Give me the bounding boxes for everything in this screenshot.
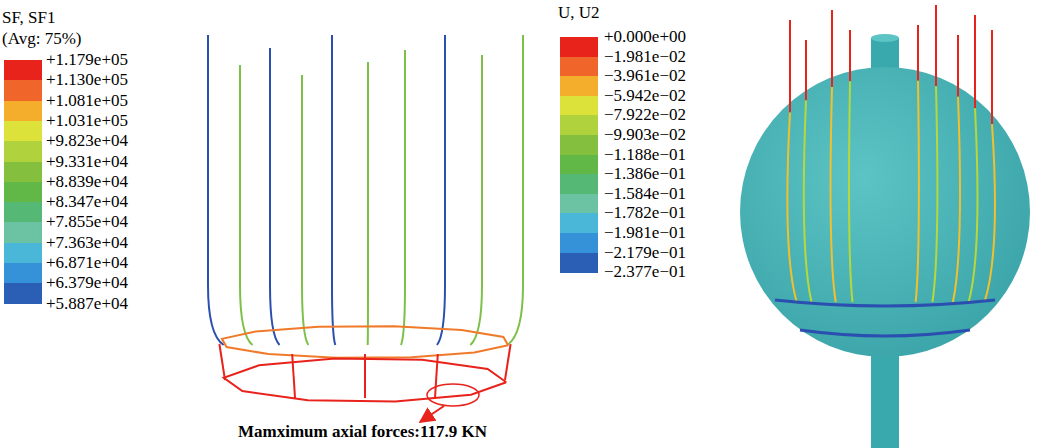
cable-line [974, 15, 976, 108]
legend-value: −7.922e−02 [604, 105, 686, 125]
cable-line [208, 35, 224, 345]
legend-value: +0.000e+00 [604, 27, 686, 47]
legend-swatch [4, 222, 42, 243]
legend-value: −5.942e−02 [604, 86, 686, 106]
cable-line [991, 30, 993, 124]
sphere-cable [969, 108, 978, 302]
cable-line [470, 55, 482, 345]
cable-net [208, 35, 523, 422]
sphere-cables [775, 5, 995, 336]
legend-value: +6.379e+04 [46, 273, 128, 293]
legend-swatch [4, 202, 42, 223]
legend-value: +9.331e+04 [46, 152, 128, 172]
sphere-model [740, 5, 1030, 448]
legend-value: +5.887e+04 [46, 294, 128, 314]
legend-value: −2.179e−01 [604, 243, 686, 263]
legend-swatch [560, 76, 598, 96]
callout-label: Mamximum axial forces:117.9 KN [238, 422, 487, 442]
cable-line [849, 30, 851, 81]
cable-line [437, 35, 445, 345]
hanger-line [435, 354, 438, 398]
legend-swatch [560, 233, 598, 253]
hanger-line [364, 354, 366, 398]
cable-line [789, 20, 791, 112]
legend-swatch [560, 155, 598, 175]
legend-swatch [560, 174, 598, 194]
legend-swatch [4, 283, 42, 304]
legend-value: −2.377e−01 [604, 262, 686, 282]
legend-swatch [4, 162, 42, 183]
upper-ring [222, 326, 508, 357]
legend-value: +1.179e+05 [46, 50, 128, 70]
legend-swatch [560, 135, 598, 155]
legend-swatch [560, 253, 598, 273]
legend-swatch [4, 101, 42, 122]
legend-swatch [560, 213, 598, 233]
cable-line [240, 65, 253, 345]
cable-line [302, 75, 308, 345]
hanger-line [292, 354, 295, 398]
legend-swatch [560, 194, 598, 214]
sphere-cable [787, 112, 796, 302]
legend-value: +7.363e+04 [46, 233, 128, 253]
legend-value: +9.823e+04 [46, 131, 128, 151]
cable-line [831, 10, 833, 87]
sphere-cable [953, 97, 960, 302]
legend-heading: (Avg: 75%) [2, 29, 81, 49]
legend-swatch [4, 121, 42, 142]
legend-value: −1.584e−01 [604, 184, 686, 204]
legend-swatch [4, 263, 42, 284]
sphere-cable [849, 81, 852, 302]
legend-swatch [4, 182, 42, 203]
legend-swatch [560, 37, 598, 57]
legend-value: +1.031e+05 [46, 111, 128, 131]
sphere-cable [985, 124, 995, 302]
legend-swatch [560, 57, 598, 77]
legend-value: +8.839e+04 [46, 172, 128, 192]
legend-value: −1.981e−02 [604, 47, 686, 67]
cable-line [935, 5, 937, 86]
legend-value: −1.981e−01 [604, 223, 686, 243]
cable-line [805, 40, 807, 100]
legend-swatch [4, 60, 42, 81]
cable-line [367, 62, 369, 345]
legend-swatch [560, 96, 598, 116]
legend-swatch [4, 141, 42, 162]
upper-ring [775, 300, 995, 306]
sphere-cable [932, 86, 937, 302]
legend-value: −3.961e−02 [604, 66, 686, 86]
cable-line [401, 50, 405, 345]
cable-line [507, 35, 523, 345]
legend-value: +1.130e+05 [46, 70, 128, 90]
legend-value: +1.081e+05 [46, 91, 128, 111]
hanger-line [505, 344, 511, 380]
callout-circle [427, 384, 479, 406]
cable-line [332, 35, 335, 345]
legend-swatch [560, 115, 598, 135]
legend-value: +6.871e+04 [46, 253, 128, 273]
legend-swatch [4, 243, 42, 264]
legend-value: −1.782e−01 [604, 203, 686, 223]
legend-heading: U, U2 [558, 3, 600, 23]
shaft-top [871, 34, 899, 42]
legend-value: −9.903e−02 [604, 125, 686, 145]
legend-value: −1.386e−01 [604, 164, 686, 184]
sphere-cable [804, 100, 812, 302]
legend-swatch [4, 80, 42, 101]
legend-value: +7.855e+04 [46, 212, 128, 232]
sphere-cable [916, 81, 919, 302]
cable-line [270, 48, 280, 345]
cable-line [957, 35, 959, 97]
legend-value: −1.188e−01 [604, 145, 686, 165]
sphere-cable [831, 87, 836, 302]
callout-arrow [420, 406, 444, 422]
hanger-line [219, 344, 225, 380]
lower-ring [800, 330, 970, 336]
legend-heading: SF, SF1 [2, 8, 55, 28]
cable-line [917, 25, 919, 81]
sphere [740, 67, 1030, 357]
legend-value: +8.347e+04 [46, 192, 128, 212]
